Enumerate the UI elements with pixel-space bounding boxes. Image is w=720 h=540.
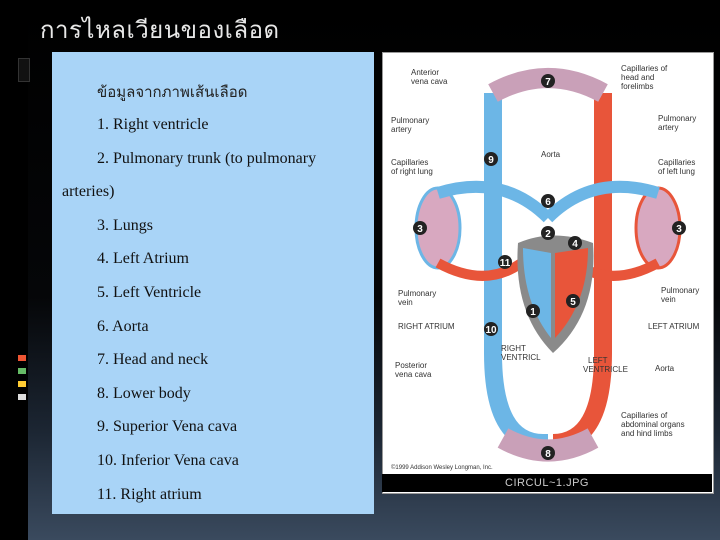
svg-text:artery: artery <box>391 125 411 134</box>
svg-text:and hind limbs: and hind limbs <box>621 429 673 438</box>
svg-text:Capillaries: Capillaries <box>658 158 695 167</box>
svg-text:Pulmonary: Pulmonary <box>658 114 696 123</box>
svg-text:Anterior: Anterior <box>411 68 439 77</box>
title-marker <box>18 58 30 82</box>
svg-text:VENTRICLE: VENTRICLE <box>583 365 628 374</box>
list-item: 5. Left Ventricle <box>97 284 202 301</box>
svg-text:5: 5 <box>570 297 576 308</box>
svg-text:Aorta: Aorta <box>655 364 675 373</box>
slide-title: การไหลเวียนของเลือด <box>40 16 280 44</box>
deco-mark-1 <box>18 355 26 361</box>
svg-text:Pulmonary: Pulmonary <box>398 289 436 298</box>
svg-text:10: 10 <box>485 325 497 336</box>
list-item: 6. Aorta <box>97 318 149 335</box>
list-item: 8. Lower body <box>97 385 191 402</box>
svg-text:1: 1 <box>530 307 536 318</box>
svg-text:LEFT ATRIUM: LEFT ATRIUM <box>648 322 700 331</box>
list-item: 7. Head and neck <box>97 351 209 368</box>
deco-mark-2 <box>18 368 26 374</box>
list-item: 3. Lungs <box>97 217 153 234</box>
svg-text:of left lung: of left lung <box>658 167 695 176</box>
svg-text:8: 8 <box>545 449 551 460</box>
pulmonary-artery-left <box>436 180 553 223</box>
svg-text:Aorta: Aorta <box>541 150 561 159</box>
left-strip <box>0 0 28 540</box>
svg-text:9: 9 <box>488 155 494 166</box>
deco-mark-4 <box>18 394 26 400</box>
list-item: 1. Right ventricle <box>97 116 209 133</box>
svg-text:abdominal organs: abdominal organs <box>621 420 685 429</box>
svg-text:3: 3 <box>417 224 423 235</box>
svg-text:6: 6 <box>545 197 551 208</box>
diagram-labels: Anterior vena cava Capillaries of head a… <box>391 64 700 471</box>
list-item: 2. Pulmonary trunk (to pulmonary <box>97 150 317 167</box>
svg-text:vein: vein <box>661 295 676 304</box>
diagram-numbers: 1 2 3 3 4 5 6 7 8 9 10 11 <box>413 74 686 460</box>
svg-text:forelimbs: forelimbs <box>621 82 653 91</box>
svg-text:Posterior: Posterior <box>395 361 427 370</box>
list-item: 11. Right atrium <box>97 486 202 503</box>
svg-text:Capillaries: Capillaries <box>391 158 428 167</box>
list-item: 4. Left Atrium <box>97 250 189 267</box>
svg-text:©1999 Addison Wesley Longman,: ©1999 Addison Wesley Longman, Inc. <box>391 464 493 471</box>
svg-text:head and: head and <box>621 73 654 82</box>
list-item: 10. Inferior Vena cava <box>97 452 239 469</box>
svg-text:Pulmonary: Pulmonary <box>661 286 699 295</box>
list-item: arteries) <box>62 183 115 200</box>
svg-text:vein: vein <box>398 298 413 307</box>
svg-text:RIGHT ATRIUM: RIGHT ATRIUM <box>398 322 455 331</box>
svg-text:artery: artery <box>658 123 678 132</box>
svg-text:7: 7 <box>545 77 551 88</box>
svg-text:VENTRICL: VENTRICL <box>501 353 541 362</box>
svg-text:3: 3 <box>676 224 682 235</box>
svg-text:LEFT: LEFT <box>588 356 608 365</box>
svg-text:11: 11 <box>500 258 511 269</box>
svg-text:of right lung: of right lung <box>391 167 433 176</box>
circulation-diagram: 1 2 3 3 4 5 6 7 8 9 10 11 Anterior vena … <box>382 52 714 494</box>
svg-text:Pulmonary: Pulmonary <box>391 116 429 125</box>
svg-text:4: 4 <box>572 239 578 250</box>
svg-text:Capillaries of: Capillaries of <box>621 64 668 73</box>
deco-mark-3 <box>18 381 26 387</box>
svg-text:2: 2 <box>545 229 551 240</box>
svg-text:vena cava: vena cava <box>411 77 448 86</box>
left-heart <box>555 248 588 338</box>
panel-heading: ข้อมูลจากภาพเส้นเลือด <box>97 83 248 101</box>
figure-caption: CIRCUL~1.JPG <box>382 474 712 492</box>
pulmonary-artery-right <box>543 180 660 223</box>
circulation-svg: 1 2 3 3 4 5 6 7 8 9 10 11 Anterior vena … <box>391 64 700 471</box>
svg-text:vena cava: vena cava <box>395 370 432 379</box>
svg-text:Capillaries of: Capillaries of <box>621 411 668 420</box>
list-item: 9. Superior Vena cava <box>97 418 238 435</box>
text-panel <box>52 52 374 514</box>
right-heart <box>523 248 551 338</box>
svg-text:RIGHT: RIGHT <box>501 344 526 353</box>
